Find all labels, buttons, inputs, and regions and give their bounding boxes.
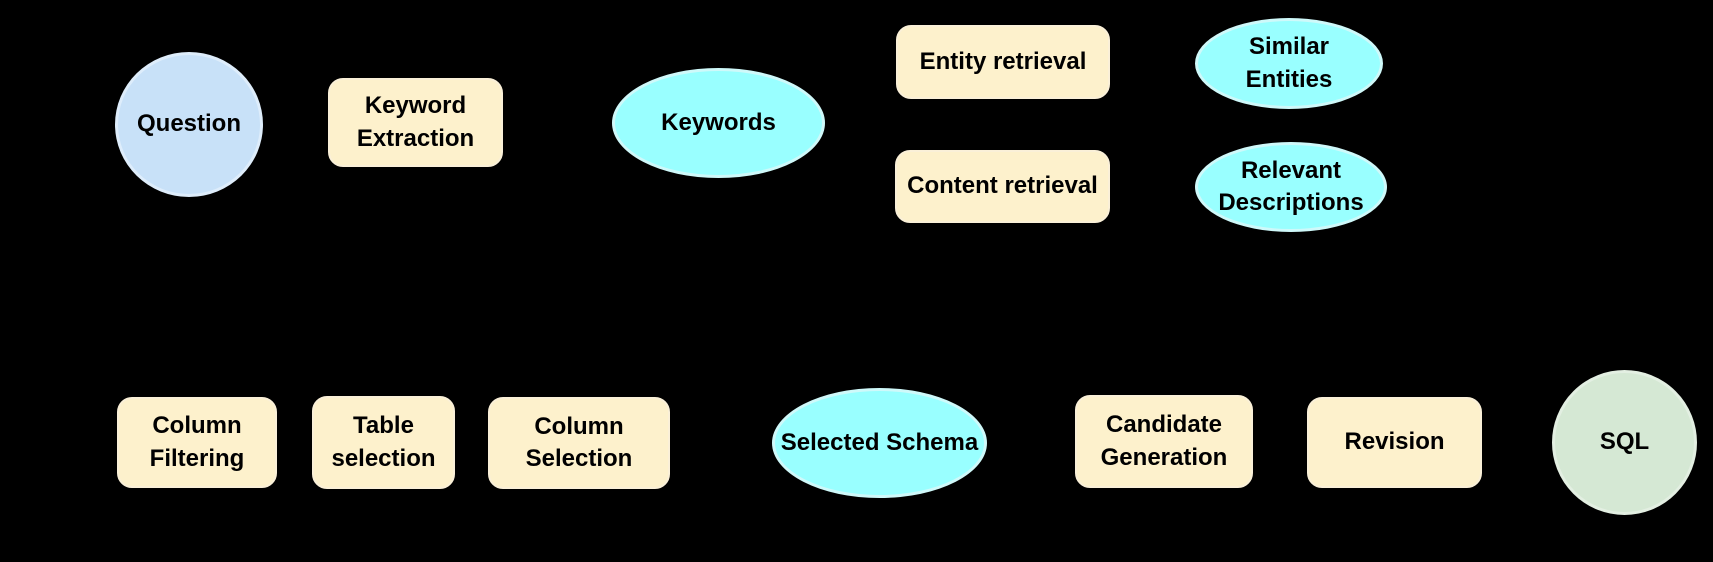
node-column-filtering-label: Column Filtering xyxy=(149,412,245,472)
node-relevant-descriptions-label: Relevant Descriptions xyxy=(1218,156,1364,216)
node-content-retrieval: Content retrieval xyxy=(895,150,1110,223)
node-column-selection: Column Selection xyxy=(488,397,670,489)
node-entity-retrieval: Entity retrieval xyxy=(896,25,1110,99)
node-keywords-label: Keywords xyxy=(661,108,776,136)
node-column-selection-label: Column Selection xyxy=(525,412,633,472)
node-candidate-generation: Candidate Generation xyxy=(1075,395,1253,488)
node-similar-entities-label: Similar Entities xyxy=(1245,33,1333,93)
node-table-selection: Table selection xyxy=(312,396,455,489)
node-similar-entities: Similar Entities xyxy=(1195,18,1383,109)
node-entity-retrieval-label: Entity retrieval xyxy=(919,47,1087,75)
node-sql: SQL xyxy=(1552,370,1697,515)
node-sql-label: SQL xyxy=(1599,428,1650,456)
node-content-retrieval-label: Content retrieval xyxy=(907,172,1098,200)
node-keyword-extraction-label: Keyword Extraction xyxy=(356,92,475,152)
node-table-selection-label: Table selection xyxy=(331,412,436,472)
node-selected-schema: Selected Schema xyxy=(772,388,987,498)
node-revision: Revision xyxy=(1307,397,1482,488)
node-candidate-generation-label: Candidate Generation xyxy=(1100,411,1228,471)
node-selected-schema-label: Selected Schema xyxy=(780,428,979,456)
node-keywords: Keywords xyxy=(612,68,825,178)
node-column-filtering: Column Filtering xyxy=(117,397,277,488)
node-revision-label: Revision xyxy=(1344,428,1445,456)
node-question: Question xyxy=(115,52,263,197)
node-relevant-descriptions: Relevant Descriptions xyxy=(1195,142,1387,232)
node-keyword-extraction: Keyword Extraction xyxy=(328,78,503,167)
node-question-label: Question xyxy=(136,110,241,138)
